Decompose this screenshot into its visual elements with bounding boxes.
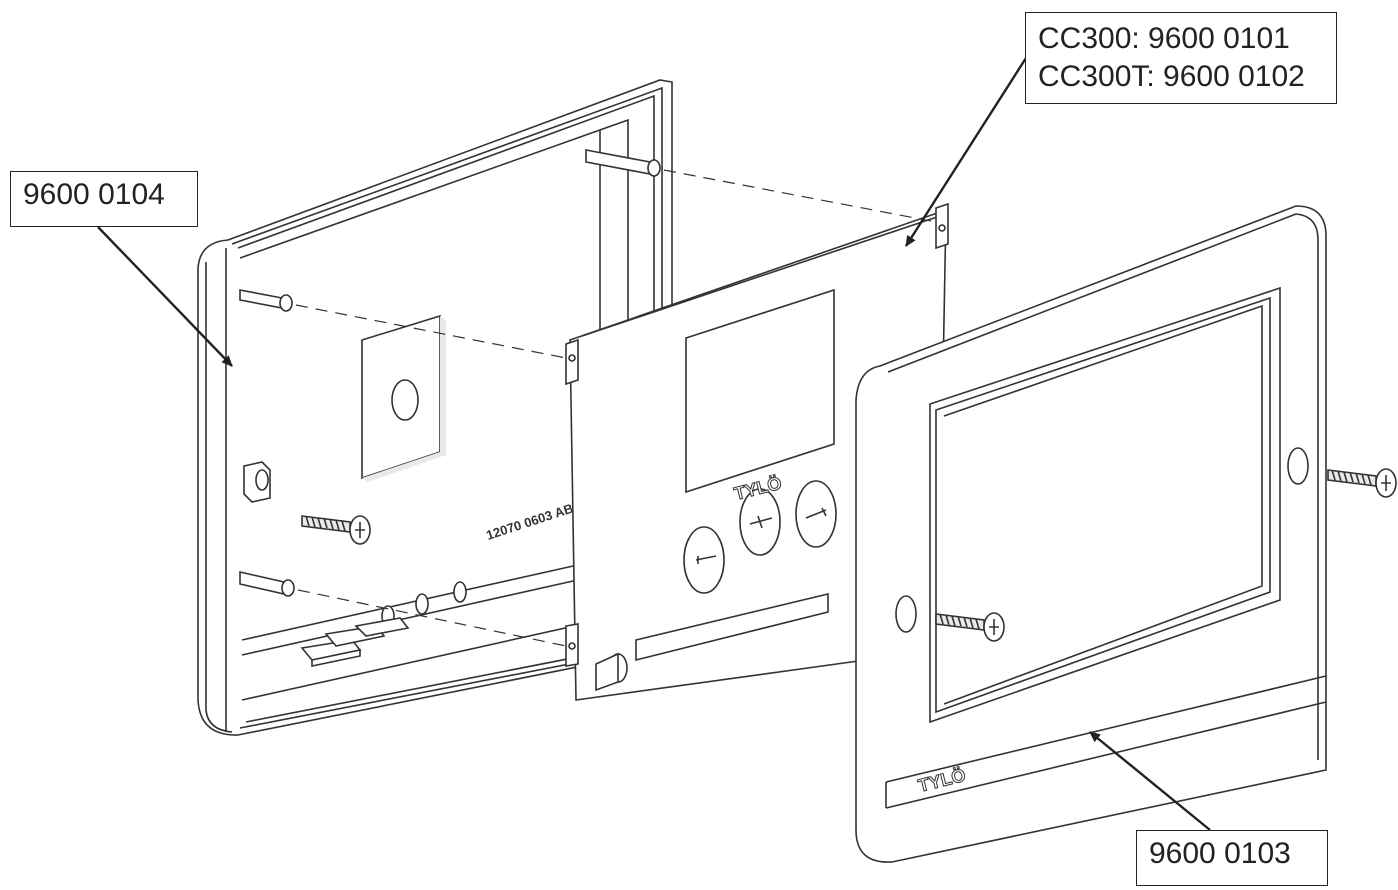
pcb-board <box>565 202 949 701</box>
screw-front-right <box>1327 468 1397 498</box>
front-frame-window-edge <box>943 304 1263 705</box>
back-frame-floor-2 <box>241 574 601 656</box>
front-frame-window-outer <box>929 286 1281 724</box>
callout-front-frame: 9600 0103 <box>1136 830 1328 886</box>
callout-pcb: CC300: 9600 0101 CC300T: 9600 0102 <box>1025 12 1337 104</box>
pcb-inner-shadow <box>581 215 941 337</box>
pcb-button-1 <box>683 526 725 594</box>
pcb-bottom-bar <box>635 592 829 662</box>
screw-front-left <box>935 612 1005 642</box>
pcb-button-2 <box>739 488 781 556</box>
connector-3 <box>354 617 410 637</box>
front-frame-bottom-strip <box>885 675 1327 783</box>
leader-pcb <box>904 57 1028 247</box>
callout-back-frame-text: 9600 0104 <box>23 178 165 211</box>
mount-hole <box>391 379 419 421</box>
screw-back <box>301 515 371 545</box>
callout-back-frame: 9600 0104 <box>10 171 198 227</box>
pcb-tab-top-left <box>565 338 579 386</box>
front-frame-window-inner <box>935 296 1271 714</box>
leader-front-frame <box>1089 731 1211 831</box>
callout-front-frame-text: 9600 0103 <box>1149 837 1291 870</box>
leader-lines <box>97 57 1211 831</box>
callout-pcb-line1: CC300: 9600 0101 <box>1038 22 1290 55</box>
back-frame-side-edge <box>205 262 233 733</box>
assembly-guide-lines <box>295 169 937 647</box>
front-frame-bottom-strip-2 <box>885 701 1327 809</box>
pcb-button-3 <box>795 480 837 548</box>
front-frame-bevel <box>887 213 1319 760</box>
callout-pcb-line2: CC300T: 9600 0102 <box>1038 60 1305 93</box>
front-frame <box>855 205 1397 863</box>
leader-back-frame <box>97 226 233 367</box>
pcb-display <box>685 288 835 494</box>
